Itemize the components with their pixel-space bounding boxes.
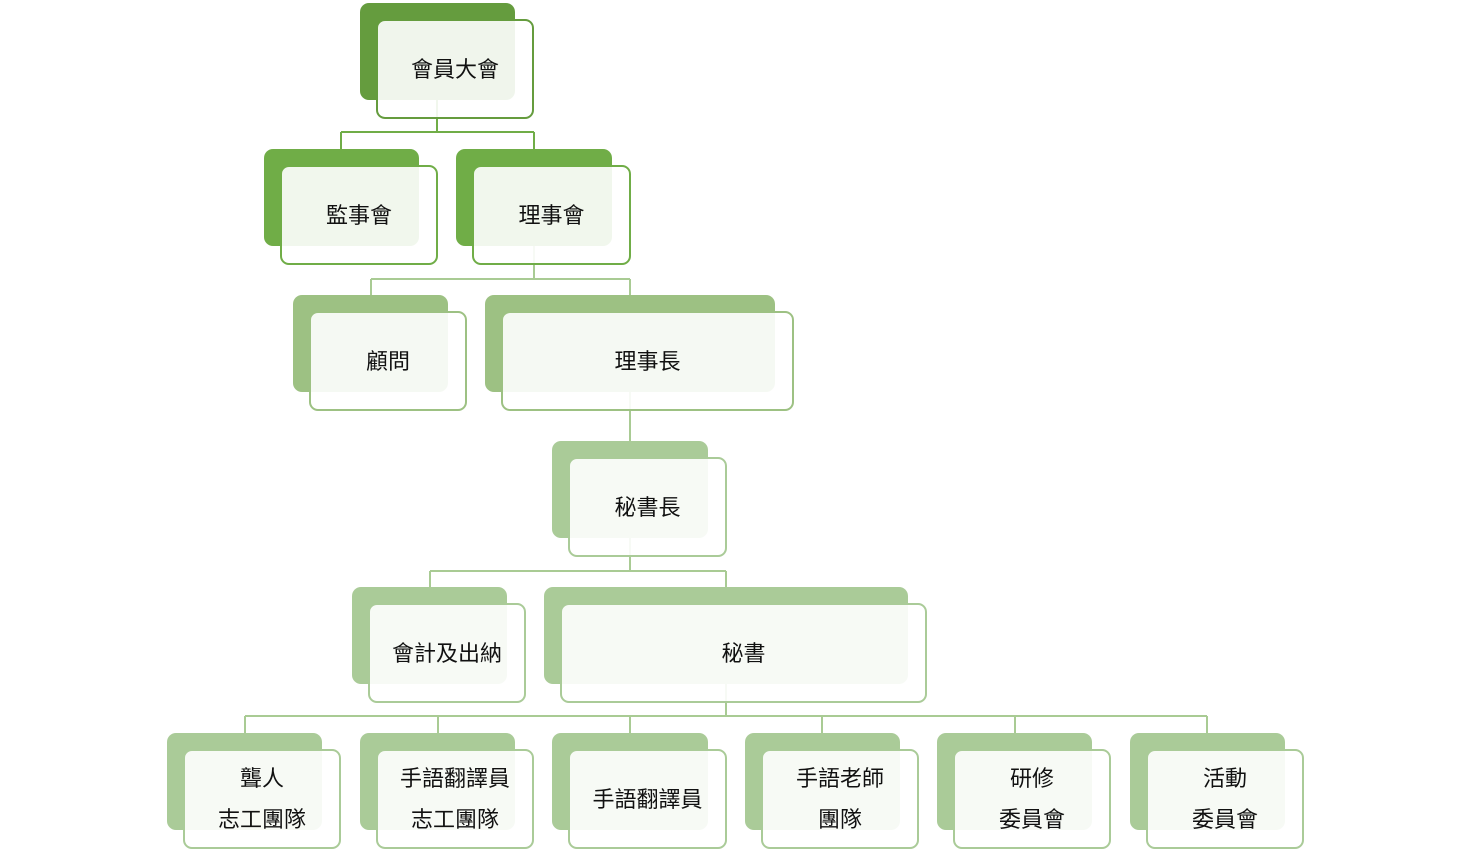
node-box: 秘書長 xyxy=(568,457,727,557)
node-box: 會員大會 xyxy=(376,19,534,119)
node-label: 志工團隊 xyxy=(410,807,499,832)
node-label: 理事會 xyxy=(518,202,585,228)
node-label: 會員大會 xyxy=(410,56,499,82)
node-label: 監事會 xyxy=(325,202,392,228)
node-box: 理事會 xyxy=(472,165,631,265)
node-box: 研修委員會 xyxy=(953,749,1111,849)
node-box: 顧問 xyxy=(309,311,467,411)
node-label: 志工團隊 xyxy=(217,807,306,832)
node-label: 委員會 xyxy=(998,807,1065,832)
node-box: 會計及出納 xyxy=(368,603,526,703)
node-label: 委員會 xyxy=(1191,807,1258,832)
node-label: 秘書長 xyxy=(614,494,681,520)
node-label: 手語翻譯員 xyxy=(592,786,703,812)
node-label: 團隊 xyxy=(817,807,862,832)
node-label: 研修 xyxy=(1009,766,1054,791)
node-box: 手語翻譯員 xyxy=(568,749,727,849)
node-label: 活動 xyxy=(1202,766,1247,791)
node-box: 手語老師團隊 xyxy=(761,749,919,849)
node-box: 活動委員會 xyxy=(1146,749,1304,849)
node-label: 理事長 xyxy=(614,348,681,374)
node-box: 手語翻譯員志工團隊 xyxy=(376,749,534,849)
node-label: 手語老師 xyxy=(795,766,884,791)
node-label: 秘書 xyxy=(721,640,766,666)
node-box: 秘書 xyxy=(560,603,927,703)
node-label: 聾人 xyxy=(239,766,284,791)
node-box: 聾人志工團隊 xyxy=(183,749,341,849)
node-label: 手語翻譯員 xyxy=(399,766,510,791)
node-label: 會計及出納 xyxy=(391,640,502,666)
node-box: 監事會 xyxy=(280,165,438,265)
node-label: 顧問 xyxy=(365,348,410,374)
node-box: 理事長 xyxy=(501,311,794,411)
